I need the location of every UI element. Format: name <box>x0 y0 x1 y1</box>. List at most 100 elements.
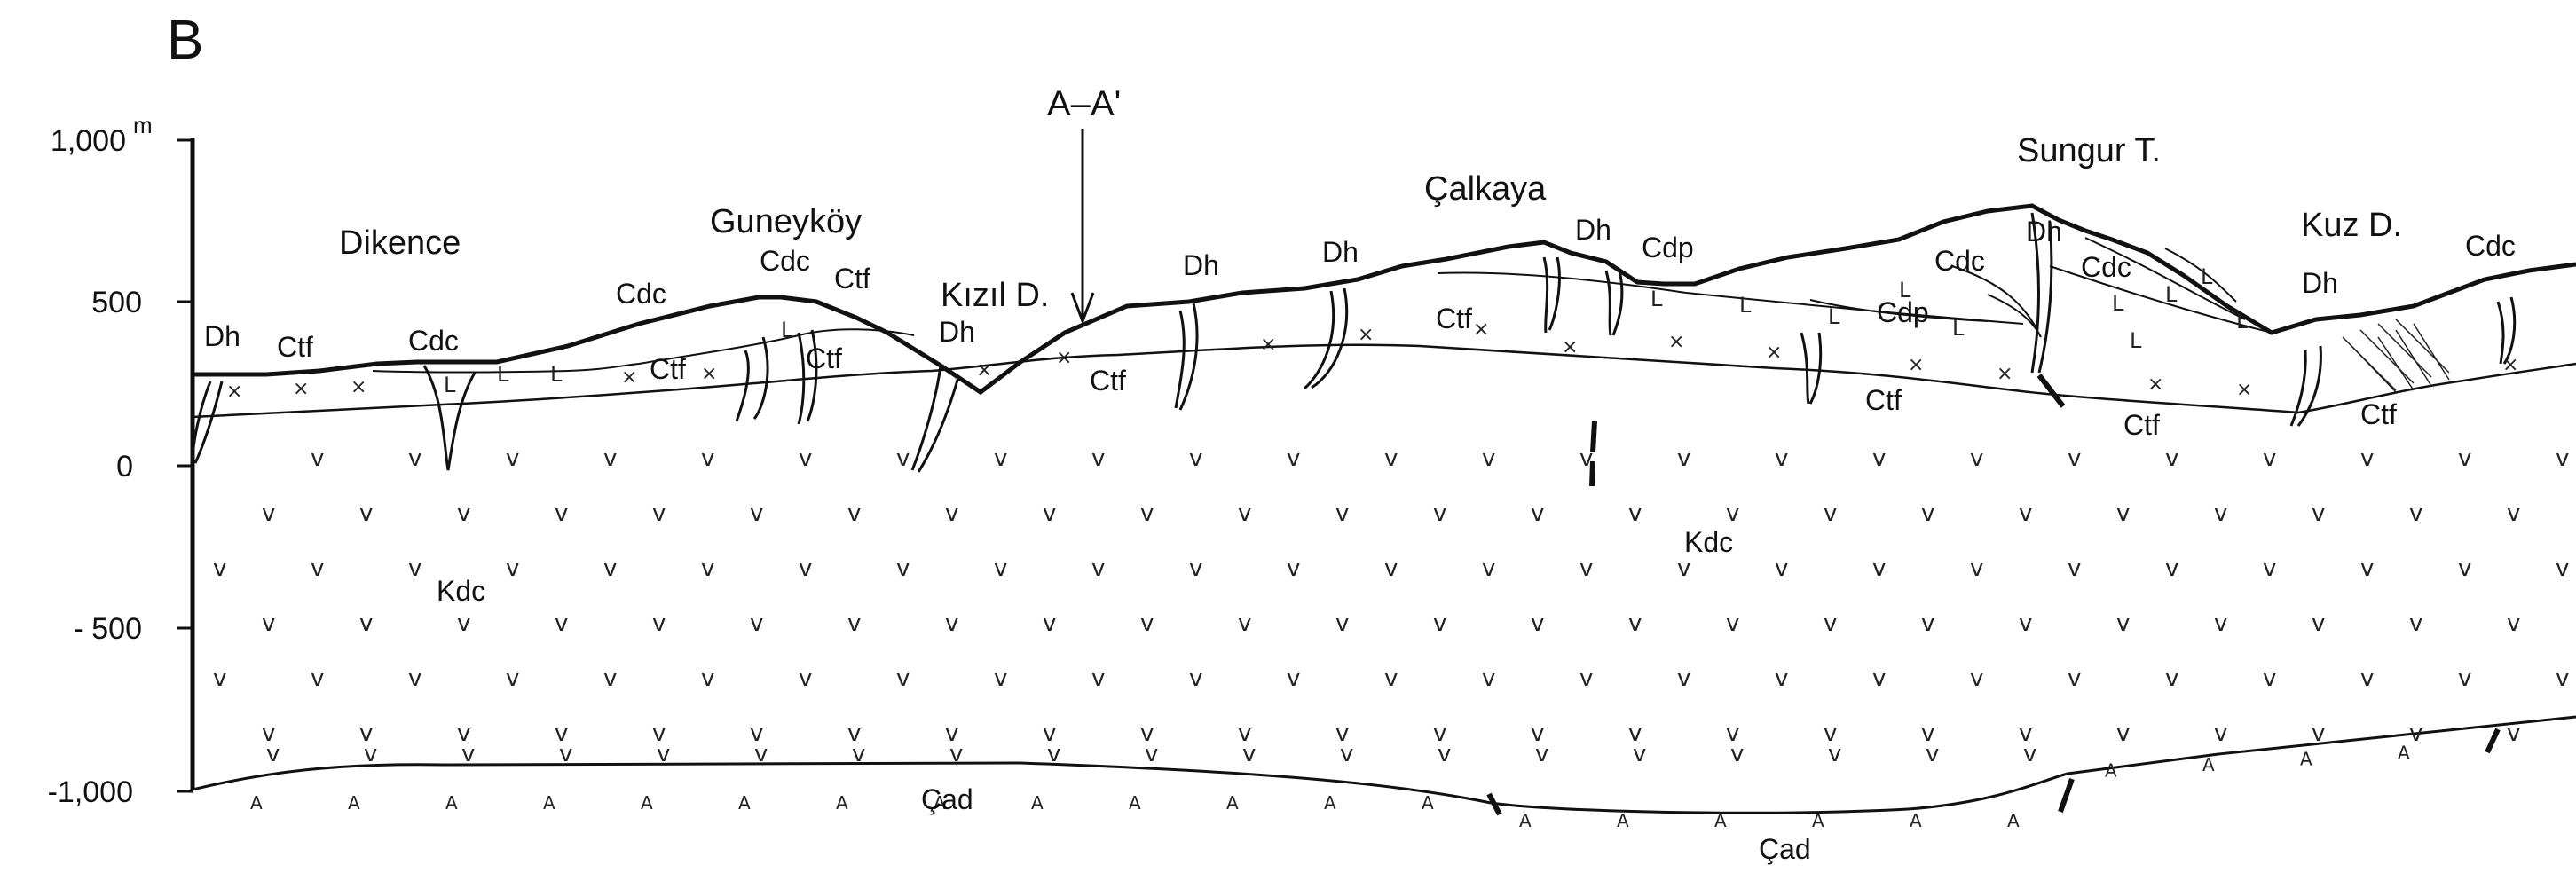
kdc-symbol: v <box>1872 665 1886 692</box>
dike <box>1800 332 1823 405</box>
kdc-symbol: v <box>994 555 1007 582</box>
kdc-symbol: v <box>2019 500 2032 527</box>
ctf-symbol: × <box>1766 342 1782 364</box>
place-kuz-d: Kuz D. <box>2301 207 2402 244</box>
section-marker-label: A–A' <box>1047 84 1121 123</box>
kdc-symbol: v <box>1238 500 1251 527</box>
unit-label: Dh <box>1322 236 1359 268</box>
kdc-symbol: v <box>2263 445 2276 472</box>
kdc-symbol: v <box>262 610 275 637</box>
kdc-symbol: v <box>754 741 768 767</box>
unit-label: Ctf <box>1090 365 1126 397</box>
hatch-line <box>2377 336 2415 391</box>
dike-intrusions <box>191 212 2517 473</box>
kdc-symbol: v <box>1775 555 1788 582</box>
ctf-symbol: × <box>976 359 992 381</box>
unit-label: Ctf <box>1436 303 1472 334</box>
kdc-symbol: v <box>1438 741 1451 767</box>
kdc-symbol: v <box>1189 555 1202 582</box>
hatch-line <box>2413 323 2450 381</box>
cad-symbol: A <box>1129 792 1141 814</box>
kdc-symbol: v <box>701 445 714 472</box>
kdc-symbol: v <box>1482 445 1495 472</box>
kdc-symbol: v <box>1287 665 1300 692</box>
kdc-symbol: v <box>2068 445 2081 472</box>
kdc-symbol: v <box>1531 500 1544 527</box>
fault-mark <box>1589 460 1595 487</box>
kdc-symbol: v <box>2116 610 2130 637</box>
kdc-symbol: v <box>1384 665 1398 692</box>
cad-symbol: A <box>641 792 653 814</box>
unit-label: Kdc <box>437 575 485 607</box>
dike <box>1174 303 1199 411</box>
hatched-zone <box>2342 319 2450 393</box>
cdc-symbol: L <box>2201 264 2213 289</box>
fault-mark <box>1590 421 1597 453</box>
axis-tick-labels: 1,000 500 0 - 500 -1,000 <box>48 124 142 809</box>
unit-label: Ctf <box>650 353 686 385</box>
kdc-symbol: v <box>2165 445 2178 472</box>
unit-label: Cdc <box>760 245 810 277</box>
kdc-symbol: v <box>945 500 958 527</box>
kdc-symbol: v <box>1535 741 1548 767</box>
kdc-symbol: v <box>1730 741 1744 767</box>
kdc-symbol: v <box>1340 741 1353 767</box>
tick-label: -1,000 <box>48 775 133 809</box>
kdc-symbol: v <box>1482 665 1495 692</box>
hatch-line <box>2377 323 2432 378</box>
cad-symbol: A <box>1324 792 1336 814</box>
kdc-symbol: v <box>2556 665 2569 692</box>
cad-symbol: A <box>2398 743 2410 764</box>
kdc-symbol: v <box>896 445 910 472</box>
kdc-symbol: v <box>1677 445 1690 472</box>
cdc-symbol: L <box>1650 287 1663 311</box>
cad-symbol: A <box>934 792 946 814</box>
kdc-symbol: v <box>949 741 963 767</box>
kdc-symbol: v <box>2360 555 2374 582</box>
cad-symbol: A <box>1617 810 1629 831</box>
kdc-symbol: v <box>408 555 421 582</box>
kdc-symbol: v <box>262 500 275 527</box>
kdc-symbol: v <box>750 610 763 637</box>
kdc-symbol: v <box>1579 665 1593 692</box>
kdc-symbol: v <box>1579 445 1593 472</box>
kdc-symbol: v <box>2116 500 2130 527</box>
kdc-symbol: v <box>2312 720 2325 747</box>
kdc-symbol: v <box>2409 610 2422 637</box>
kdc-symbol: v <box>1287 445 1300 472</box>
dike <box>735 336 769 422</box>
dike <box>910 365 960 473</box>
kdc-symbol: v <box>2068 555 2081 582</box>
cdc-symbol: L <box>2112 291 2124 316</box>
unit-label: Çad <box>921 783 973 815</box>
kdc-symbol: v <box>2458 665 2471 692</box>
hatch-line <box>2351 345 2397 393</box>
ctf-symbol: × <box>2502 354 2518 376</box>
cad-contact-line <box>192 715 2576 814</box>
ctf-base-contact <box>192 343 2576 419</box>
kdc-symbol: v <box>1433 500 1446 527</box>
unit-label: Dh <box>2302 267 2338 299</box>
kdc-symbol: v <box>2312 500 2325 527</box>
cad-symbol: A <box>1910 810 1922 831</box>
cdc-symbol: L <box>1828 304 1840 329</box>
unit-label: Dh <box>2026 216 2062 248</box>
kdc-symbol: v <box>1926 741 1939 767</box>
kdc-symbol: v <box>364 741 377 767</box>
ctf-symbol: × <box>1997 363 2013 385</box>
tick-label: 1,000 <box>51 124 126 158</box>
kdc-symbol: v <box>1238 610 1251 637</box>
cad-symbol: A <box>2300 748 2312 769</box>
kdc-symbol: v <box>1335 500 1349 527</box>
axis-unit: m <box>133 112 153 138</box>
kdc-symbol: v <box>457 720 470 747</box>
cad-symbol: A <box>836 792 848 814</box>
place-kizil-d: Kızıl D. <box>941 277 1049 314</box>
kdc-symbol: v <box>2214 610 2227 637</box>
unit-label: Ctf <box>277 331 313 363</box>
kdc-symbol: v <box>799 445 812 472</box>
kdc-symbol: v <box>408 445 421 472</box>
kdc-symbol: v <box>2019 720 2032 747</box>
cdc-symbol: L <box>2165 282 2178 307</box>
